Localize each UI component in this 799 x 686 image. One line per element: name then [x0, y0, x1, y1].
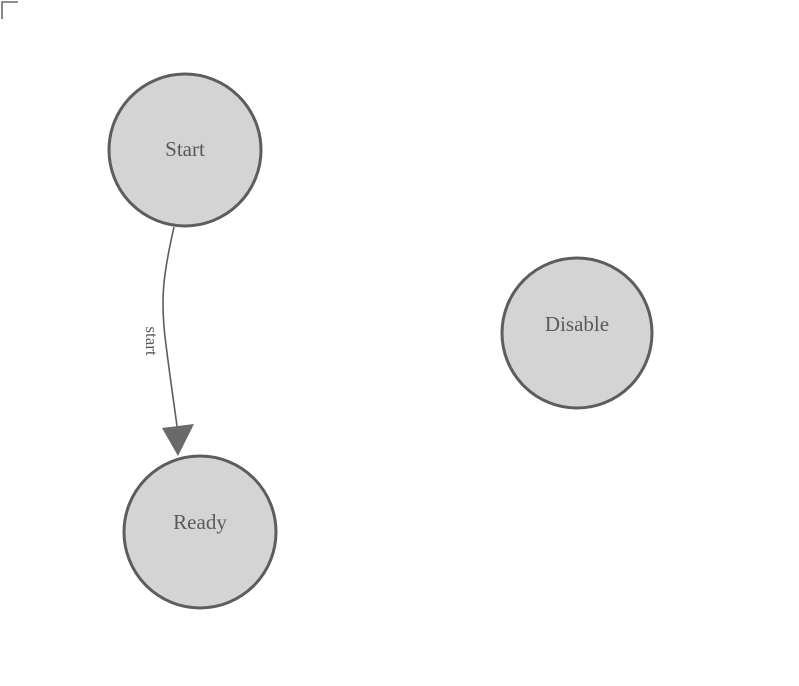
node-ready-shape: [122, 454, 278, 610]
node-start-shape: [107, 72, 263, 228]
node-ready[interactable]: Ready: [122, 454, 278, 610]
edge-label-start: start: [142, 326, 161, 356]
node-disable-label: Disable: [545, 312, 609, 336]
edge-start-to-ready[interactable]: start: [142, 226, 194, 456]
edge-arrowhead-icon: [162, 424, 194, 456]
node-start[interactable]: Start: [107, 72, 263, 228]
corner-crop-mark: [1, 1, 18, 19]
node-disable[interactable]: Disable: [500, 256, 654, 410]
node-disable-shape: [500, 256, 654, 410]
node-ready-label: Ready: [173, 510, 227, 534]
edge-path: [162, 226, 179, 435]
node-start-label: Start: [165, 137, 205, 161]
